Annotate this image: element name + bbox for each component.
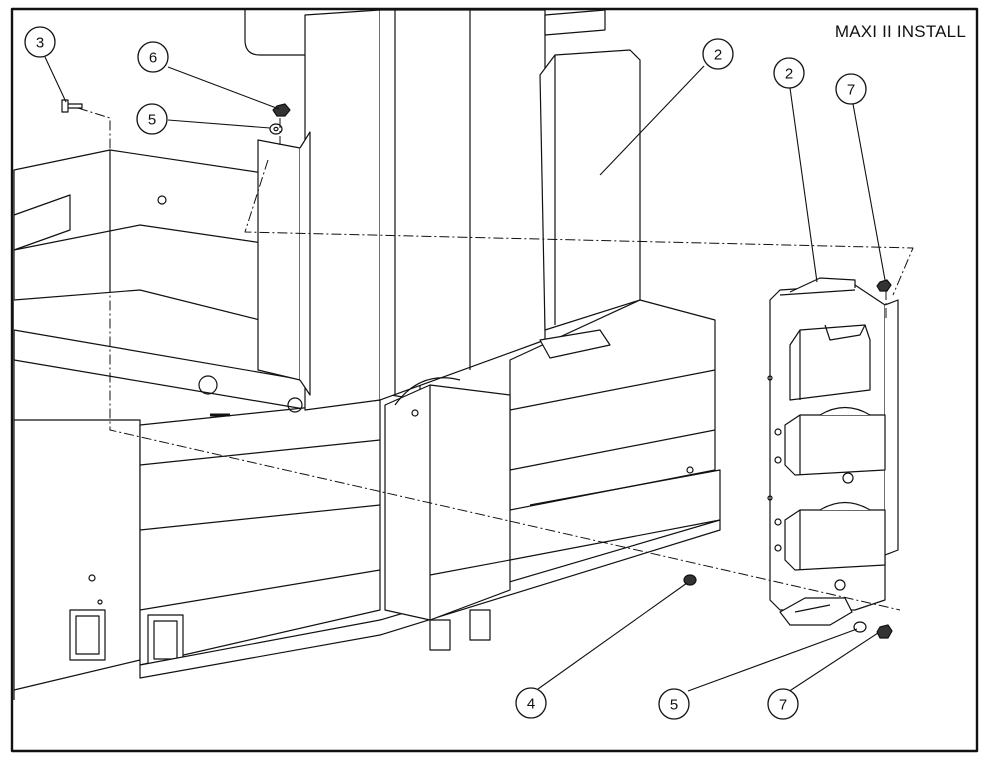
callout-label: 5 — [670, 697, 678, 714]
callout-label: 2 — [714, 47, 722, 64]
callout-6: 6 — [137, 41, 169, 73]
alignment-lines — [77, 107, 914, 611]
callout-5: 5 — [136, 103, 168, 135]
nut — [876, 279, 892, 292]
drawing-frame — [10, 7, 979, 753]
callout-7: 7 — [835, 73, 867, 105]
callout-4: 4 — [515, 687, 547, 719]
washer — [269, 123, 283, 135]
callout-label: 7 — [779, 697, 787, 714]
callout-label: 4 — [527, 696, 535, 713]
nut — [272, 103, 291, 117]
callout-label: 3 — [36, 35, 44, 52]
base-frame — [13, 9, 721, 700]
callout-balloons: 3 6 5 2 2 7 4 — [24, 26, 867, 720]
callout-3: 3 — [24, 26, 56, 58]
callout-label: 6 — [149, 50, 157, 67]
washer — [853, 621, 867, 633]
callout-label: 2 — [785, 66, 793, 83]
callout-5: 5 — [658, 688, 690, 720]
callout-2: 2 — [773, 57, 805, 89]
callout-label: 7 — [847, 82, 855, 99]
callout-2: 2 — [702, 38, 734, 70]
washer — [683, 574, 697, 586]
hardware-parts — [61, 99, 893, 639]
ballast-panel-assembly — [767, 277, 899, 626]
leader-lines — [44, 56, 886, 693]
callout-7: 7 — [767, 688, 799, 720]
callout-label: 5 — [148, 112, 156, 129]
bolt — [61, 99, 83, 113]
drawing-title: MAXI II INSTALL — [834, 22, 966, 41]
nut — [876, 624, 893, 639]
